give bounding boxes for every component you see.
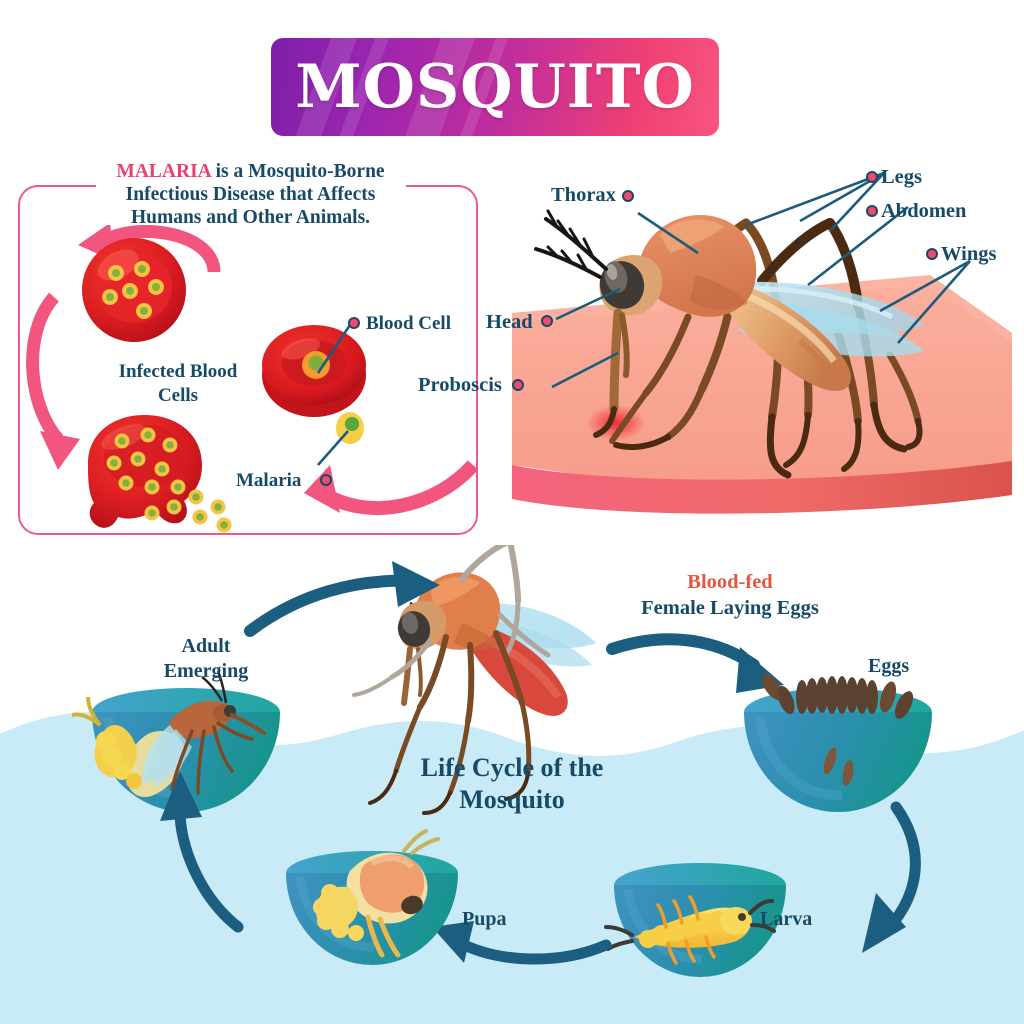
thorax-marker-dot xyxy=(622,190,634,202)
malaria-label: Malaria xyxy=(236,470,302,491)
lifecycle-title-line2: Mosquito xyxy=(459,784,565,814)
legs-marker-dot xyxy=(866,171,878,183)
ruptured-infected-cell xyxy=(88,415,232,533)
arrow-larva-to-pupa xyxy=(432,921,612,965)
pupa xyxy=(313,829,440,958)
abdomen-marker-dot xyxy=(866,205,878,217)
head-marker-dot xyxy=(541,315,553,327)
title-banner: MOSQUITO xyxy=(271,38,719,136)
lifecycle-illustration xyxy=(71,545,932,977)
malaria-heading-line1-rest: is a Mosquito-Borne xyxy=(210,161,385,182)
adult-emerging-line1: Adult xyxy=(181,635,231,657)
bowl-pupa xyxy=(286,829,458,965)
larva xyxy=(604,895,776,965)
bloodfed-mosquito xyxy=(352,545,596,815)
bloodfed-sublabel: Female Laying Eggs xyxy=(641,596,819,619)
arrow-eggs-to-larva xyxy=(862,801,921,953)
infected-cell-top xyxy=(82,238,186,342)
blood-cell-label: Blood Cell xyxy=(366,313,451,334)
anatomy-leader-lines xyxy=(551,171,971,389)
bowl-larva xyxy=(604,863,786,977)
mosquito-thorax xyxy=(639,214,757,317)
page-title: MOSQUITO xyxy=(295,52,695,122)
malaria-heading-line3: Humans and Other Animals. xyxy=(130,207,371,228)
malaria-keyword: MALARIA xyxy=(116,161,211,182)
bloodfed-female-label: Blood-fed Female Laying Eggs xyxy=(600,570,860,621)
adult-emerging-line2: Emerging xyxy=(163,660,249,682)
label-wings: Wings xyxy=(941,243,997,265)
label-adult-emerging: Adult Emerging xyxy=(148,634,264,684)
malaria-marker-dot xyxy=(320,474,332,486)
emerging-adult-mosquito xyxy=(142,670,266,795)
bowl-eggs xyxy=(744,673,932,812)
label-legs: Legs xyxy=(881,166,922,188)
bowl-adult-emerging xyxy=(71,670,280,812)
mosquito-head xyxy=(534,209,663,438)
arrow-pupa-to-adult xyxy=(160,771,244,933)
bloodfed-keyword: Blood-fed xyxy=(687,571,773,593)
egg-raft xyxy=(761,673,914,786)
water-background xyxy=(0,711,1024,1024)
lifecycle-title-line1: Life Cycle of the xyxy=(420,753,604,782)
blood-cell-single xyxy=(262,325,366,417)
lifecycle-title: Life Cycle of the Mosquito xyxy=(352,752,672,815)
label-abdomen: Abdomen xyxy=(881,200,967,222)
malaria-panel: MALARIA is a Mosquito-Borne Infectious D… xyxy=(18,161,478,535)
panel-border-gap xyxy=(96,182,406,189)
infected-blood-cells-line2: Cells xyxy=(157,384,199,406)
mosquito-anatomy-illustration xyxy=(512,171,1012,514)
arrow-adult-to-eggs xyxy=(606,633,784,693)
infected-blood-cells-line1: Infected Blood xyxy=(118,361,238,382)
label-larva: Larva xyxy=(760,908,813,930)
wings-marker-dot xyxy=(926,248,938,260)
label-proboscis: Proboscis xyxy=(418,374,502,396)
arrow-emerging-to-adult xyxy=(244,561,440,637)
proboscis-marker-dot xyxy=(512,379,524,391)
malaria-cycle-illustration xyxy=(26,225,478,533)
label-pupa: Pupa xyxy=(462,908,507,930)
label-head: Head xyxy=(486,311,533,333)
emerging-larval-skin xyxy=(71,696,142,789)
label-thorax: Thorax xyxy=(551,184,616,206)
blood-cell-marker-dot xyxy=(348,317,360,329)
malaria-heading: MALARIA is a Mosquito-Borne Infectious D… xyxy=(73,160,428,229)
label-eggs: Eggs xyxy=(868,655,910,677)
malaria-heading-line2: Infectious Disease that Affects xyxy=(125,184,376,205)
infected-blood-cells-label: Infected Blood Cells xyxy=(98,360,258,408)
